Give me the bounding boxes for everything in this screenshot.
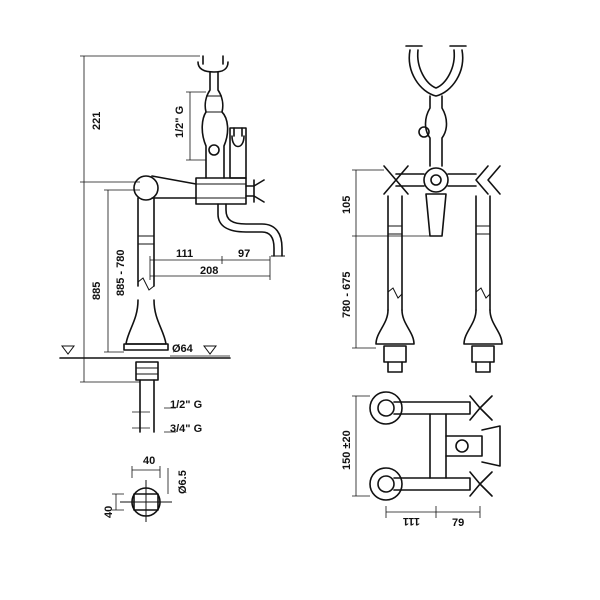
dim-97: 97 — [238, 248, 250, 260]
dim-885-780: 885 - 780 — [115, 250, 127, 296]
dim-780-675: 780 - 675 — [341, 272, 353, 318]
dim-half-inch-top: 1/2" G — [174, 106, 186, 138]
side-view — [59, 55, 285, 433]
dim-111-plan: 111 — [403, 515, 420, 527]
dim-40-depth: 40 — [103, 506, 115, 518]
dim-105: 105 — [341, 196, 353, 214]
dim-111-side: 111 — [176, 248, 193, 260]
dim-221: 221 — [91, 112, 103, 130]
dim-208: 208 — [200, 265, 218, 277]
plan-view — [352, 391, 501, 518]
dim-half-inch-bottom: 1/2" G — [170, 399, 202, 411]
dim-hole-diameter: Ø6.5 — [177, 470, 189, 494]
base-detail — [112, 466, 172, 522]
front-view — [352, 45, 503, 373]
dim-79: 79 — [452, 517, 464, 529]
dim-885: 885 — [91, 282, 103, 300]
dim-40-width: 40 — [143, 455, 155, 467]
dim-three-quarter-inch: 3/4" G — [170, 423, 202, 435]
dim-base-diameter: Ø64 — [172, 343, 194, 355]
dim-150-20: 150 ±20 — [341, 430, 353, 470]
